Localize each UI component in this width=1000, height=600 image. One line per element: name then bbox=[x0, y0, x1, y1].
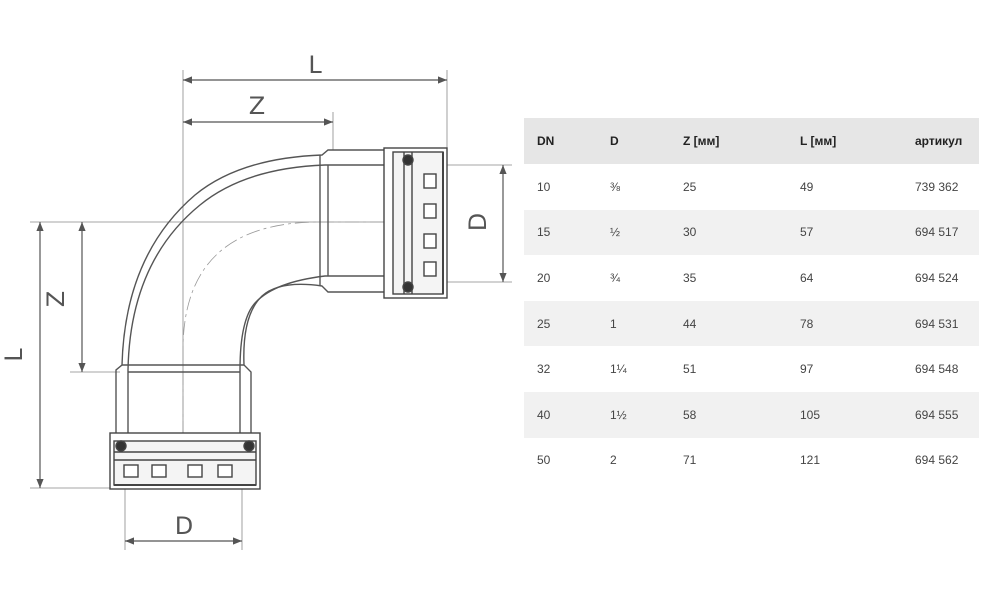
table-row: 40 1½ 58 105 694 555 bbox=[524, 391, 979, 438]
cell-z: 51 bbox=[683, 362, 697, 377]
cell-d: 1½ bbox=[597, 391, 670, 438]
table-row: 25 1 44 78 694 531 bbox=[524, 300, 979, 347]
cell-z: 71 bbox=[683, 453, 697, 468]
cell-article: 694 517 bbox=[902, 209, 979, 256]
table-row: 15 ½ 30 57 694 517 bbox=[524, 209, 979, 256]
cell-dn: 50 bbox=[537, 453, 551, 468]
cell-z: 25 bbox=[683, 179, 697, 194]
extension-lines bbox=[30, 70, 512, 550]
cell-article: 694 531 bbox=[902, 300, 979, 347]
specification-table: DN D Z [мм] L [мм] артикул 10 ⅜ 25 49 73… bbox=[524, 118, 979, 483]
cell-d: 1¼ bbox=[610, 362, 627, 377]
cell-article: 694 548 bbox=[915, 362, 959, 377]
header-z: Z [мм] bbox=[670, 118, 787, 164]
cell-article: 694 555 bbox=[902, 391, 979, 438]
elbow-fitting-drawing: L Z L Z D D bbox=[0, 51, 512, 550]
cell-dn: 20 bbox=[537, 270, 551, 285]
cell-article: 694 562 bbox=[915, 453, 959, 468]
cell-l: 64 bbox=[800, 270, 814, 285]
header-l: L [мм] bbox=[787, 118, 902, 164]
cell-dn: 15 bbox=[524, 209, 597, 256]
cell-d: ¾ bbox=[610, 270, 621, 285]
cell-l: 57 bbox=[787, 209, 902, 256]
cell-l: 97 bbox=[800, 362, 814, 377]
right-D-label: D bbox=[464, 213, 492, 231]
cell-d: 2 bbox=[610, 453, 617, 468]
left-L-label: L bbox=[0, 348, 28, 362]
header-dn: DN bbox=[524, 118, 597, 164]
elbow-body bbox=[115, 149, 395, 440]
cell-z: 58 bbox=[670, 391, 787, 438]
table-row: 20 ¾ 35 64 694 524 bbox=[524, 255, 979, 301]
left-Z-label: Z bbox=[42, 291, 70, 307]
bottom-D-label: D bbox=[175, 512, 193, 540]
cell-article: 739 362 bbox=[915, 179, 959, 194]
table-row: 32 1¼ 51 97 694 548 bbox=[524, 346, 979, 392]
cell-z: 30 bbox=[670, 209, 787, 256]
cell-dn: 32 bbox=[537, 362, 551, 377]
cell-z: 44 bbox=[670, 300, 787, 347]
cell-z: 35 bbox=[683, 270, 697, 285]
cell-d: 1 bbox=[597, 300, 670, 347]
table-header-row: DN D Z [мм] L [мм] артикул bbox=[524, 118, 979, 164]
cell-l: 49 bbox=[800, 179, 814, 194]
dimension-lines bbox=[36, 76, 507, 545]
top-L-label: L bbox=[308, 51, 322, 79]
center-line bbox=[182, 221, 447, 485]
cell-d: ½ bbox=[597, 209, 670, 256]
table-row: 10 ⅜ 25 49 739 362 bbox=[524, 164, 979, 210]
header-article: артикул bbox=[902, 118, 979, 164]
cell-d: ⅜ bbox=[610, 179, 621, 194]
cell-dn: 40 bbox=[524, 391, 597, 438]
cell-article: 694 524 bbox=[915, 270, 959, 285]
top-Z-label: Z bbox=[249, 92, 265, 120]
header-d: D bbox=[597, 118, 670, 164]
cell-dn: 10 bbox=[537, 179, 551, 194]
cell-l: 78 bbox=[787, 300, 902, 347]
bottom-socket bbox=[109, 432, 261, 490]
right-socket bbox=[383, 147, 448, 299]
cell-dn: 25 bbox=[524, 300, 597, 347]
cell-l: 105 bbox=[787, 391, 902, 438]
cell-l: 121 bbox=[800, 453, 821, 468]
table-row: 50 2 71 121 694 562 bbox=[524, 438, 979, 484]
